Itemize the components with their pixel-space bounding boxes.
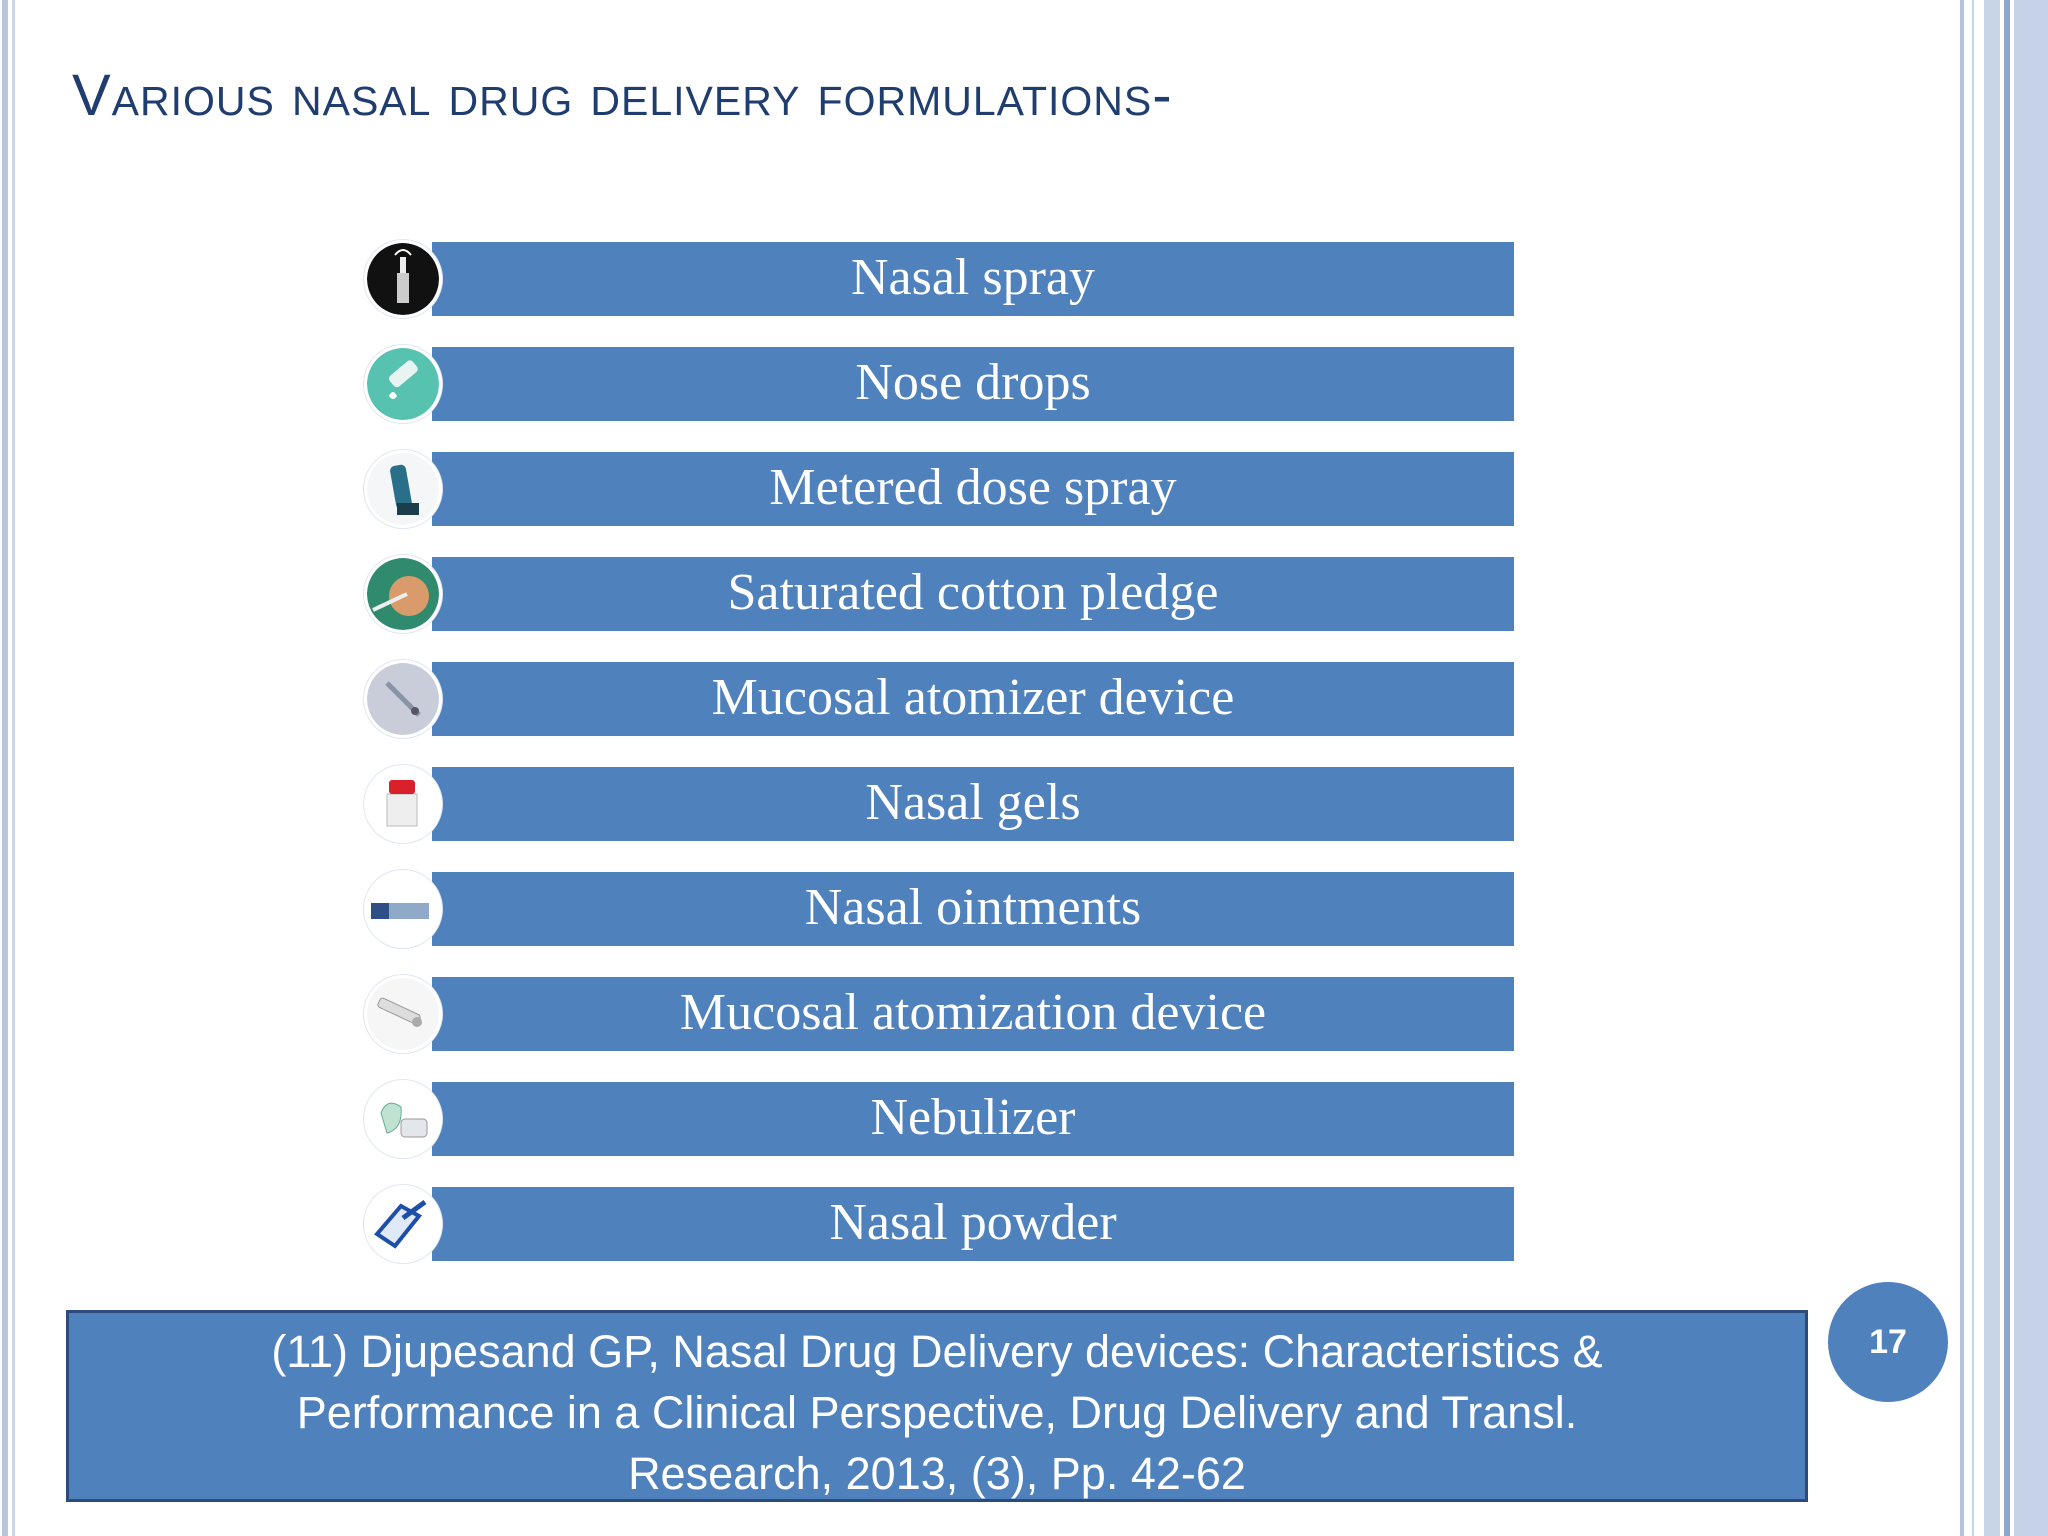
slide-title: Various nasal drug delivery formulations… [72, 63, 1173, 128]
list-item-label: Nebulizer [432, 1082, 1514, 1156]
list-item: Nasal powder [362, 1185, 1514, 1263]
reference-line: Research, 2013, (3), Pp. 42-62 [628, 1448, 1246, 1499]
list-item: Metered dose spray [362, 450, 1514, 528]
list-item: Nasal spray [362, 240, 1514, 318]
list-item-label: Nose drops [432, 347, 1514, 421]
left-border-stripe [2, 0, 8, 1536]
list-item: Nebulizer [362, 1080, 1514, 1158]
right-border-stripe [2004, 0, 2010, 1536]
list-item-label: Nasal powder [432, 1187, 1514, 1261]
list-item: Mucosal atomizer device [362, 660, 1514, 738]
list-item: Nasal ointments [362, 870, 1514, 948]
nose-drops-icon [364, 345, 442, 423]
reference-box: (11) Djupesand GP, Nasal Drug Delivery d… [66, 1310, 1808, 1502]
list-item-label: Saturated cotton pledge [432, 557, 1514, 631]
list-item-label: Nasal ointments [432, 872, 1514, 946]
right-border-stripe [1984, 0, 2000, 1536]
cotton-pledge-icon [364, 555, 442, 633]
reference-line: (11) Djupesand GP, Nasal Drug Delivery d… [271, 1326, 1603, 1377]
right-border-stripe [1972, 0, 1974, 1536]
nasal-powder-icon [364, 1185, 442, 1263]
list-item-label: Metered dose spray [432, 452, 1514, 526]
list-item-label: Mucosal atomizer device [432, 662, 1514, 736]
list-item-label: Mucosal atomization device [432, 977, 1514, 1051]
list-item: Saturated cotton pledge [362, 555, 1514, 633]
atomization-device-icon [364, 975, 442, 1053]
atomizer-device-icon [364, 660, 442, 738]
list-item: Mucosal atomization device [362, 975, 1514, 1053]
list-item: Nose drops [362, 345, 1514, 423]
reference-line: Performance in a Clinical Perspective, D… [296, 1387, 1578, 1438]
right-border-stripe [2014, 0, 2048, 1536]
nasal-spray-icon [364, 240, 442, 318]
list-item-label: Nasal spray [432, 242, 1514, 316]
nebulizer-icon [364, 1080, 442, 1158]
nasal-gel-icon [364, 765, 442, 843]
list-item: Nasal gels [362, 765, 1514, 843]
metered-dose-spray-icon [364, 450, 442, 528]
left-border-stripe-thin [12, 0, 15, 1536]
right-border-stripe [1960, 0, 1964, 1536]
list-item-label: Nasal gels [432, 767, 1514, 841]
nasal-ointment-icon [364, 870, 442, 948]
page-number-badge: 17 [1828, 1282, 1948, 1402]
